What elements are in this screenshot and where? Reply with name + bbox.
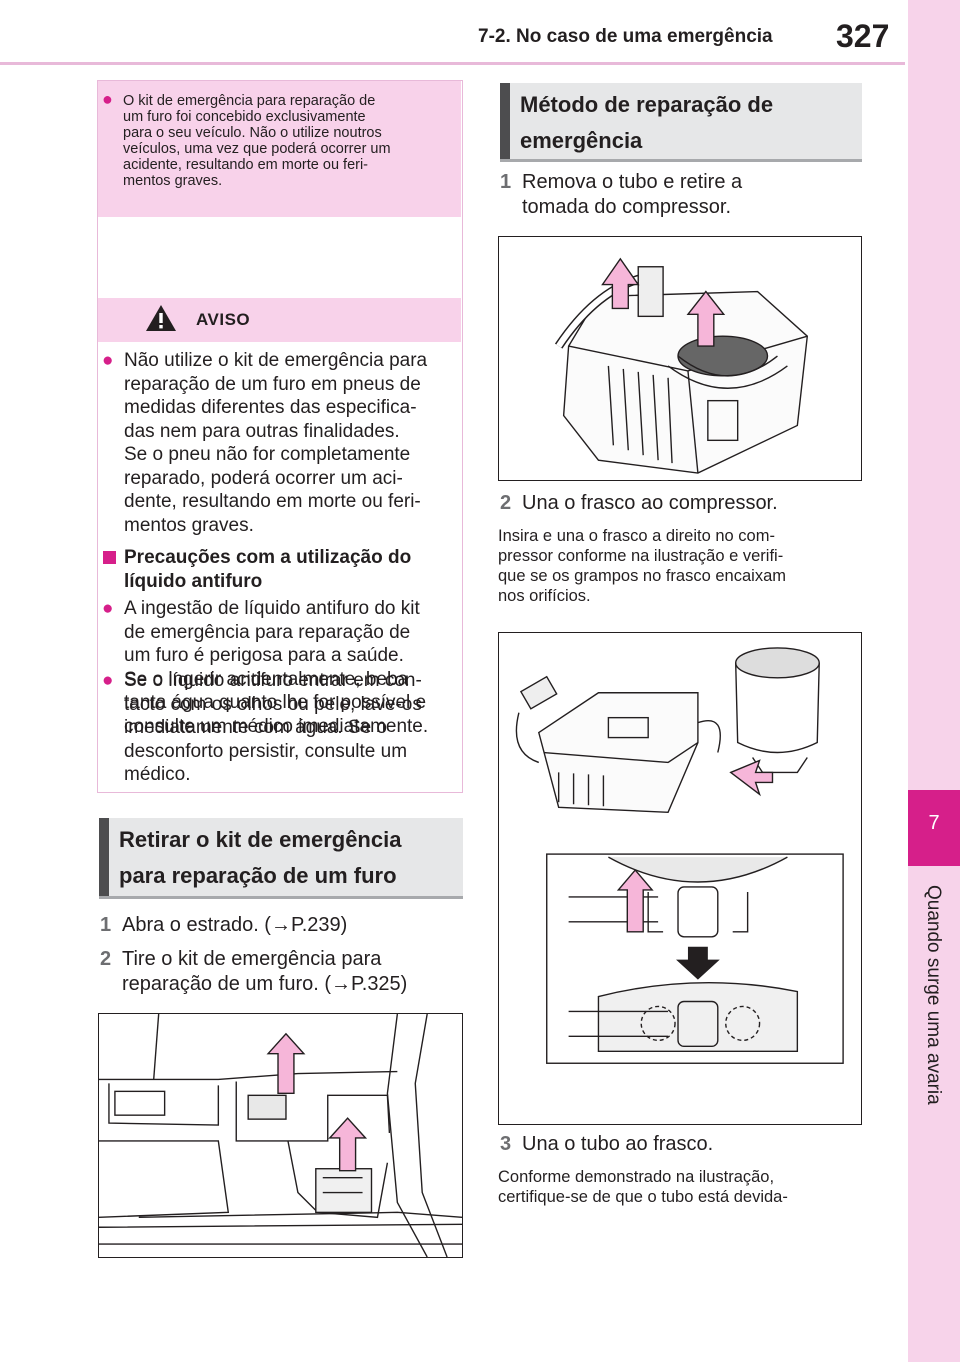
push-arrow-icon bbox=[729, 759, 774, 797]
section-heading-remove-kit: Retirar o kit de emergência para reparaç… bbox=[99, 818, 463, 899]
warning-box: ● O kit de emergência para reparação de … bbox=[97, 80, 463, 793]
chapter-number-box: 7 bbox=[908, 790, 960, 866]
chapter-title-vertical: Quando surge uma avaria bbox=[916, 885, 952, 1185]
lift-arrow-icon bbox=[601, 257, 640, 310]
lift-arrow-icon bbox=[266, 1032, 306, 1095]
section-heading-repair-method: Método de reparação de emergência bbox=[500, 83, 862, 162]
bullet-dot-icon: ● bbox=[102, 670, 114, 691]
down-arrow-icon bbox=[676, 946, 720, 980]
page-number: 327 bbox=[836, 18, 890, 54]
method-step-2-detail: Insira e una o frasco a direito no com-p… bbox=[498, 527, 786, 605]
bullet-dot-icon: ● bbox=[102, 598, 114, 619]
illustration-attach-bottle bbox=[498, 632, 862, 1125]
illustration-trunk-kit bbox=[98, 1013, 463, 1258]
aviso-heading: AVISO bbox=[98, 298, 461, 342]
section-header: 7-2. No caso de uma emergência bbox=[478, 26, 773, 47]
lift-arrow-icon bbox=[328, 1117, 368, 1172]
chapter-side-tab bbox=[908, 0, 960, 1362]
illustration-compressor-remove-tube bbox=[498, 236, 862, 481]
warning-bullet-3: ● Se o líquido antifuro entrar em con-ta… bbox=[102, 670, 422, 785]
header-rule bbox=[0, 62, 905, 65]
bullet-dot-icon: ● bbox=[102, 350, 114, 371]
square-bullet-icon bbox=[103, 551, 116, 564]
warning-top-panel bbox=[98, 81, 461, 217]
lift-arrow-icon bbox=[616, 868, 654, 933]
warning-top-bullet: ● O kit de emergência para reparação de … bbox=[102, 89, 391, 189]
lift-arrow-icon bbox=[686, 290, 726, 347]
bullet-dot-icon: ● bbox=[102, 89, 113, 109]
aviso-label: AVISO bbox=[196, 310, 251, 329]
chapter-title: Quando surge uma avaria bbox=[923, 885, 944, 1105]
warning-triangle-icon bbox=[146, 305, 176, 331]
method-step-3-detail: Conforme demonstrado na ilustração,certi… bbox=[498, 1168, 788, 1206]
chapter-number: 7 bbox=[928, 812, 940, 834]
